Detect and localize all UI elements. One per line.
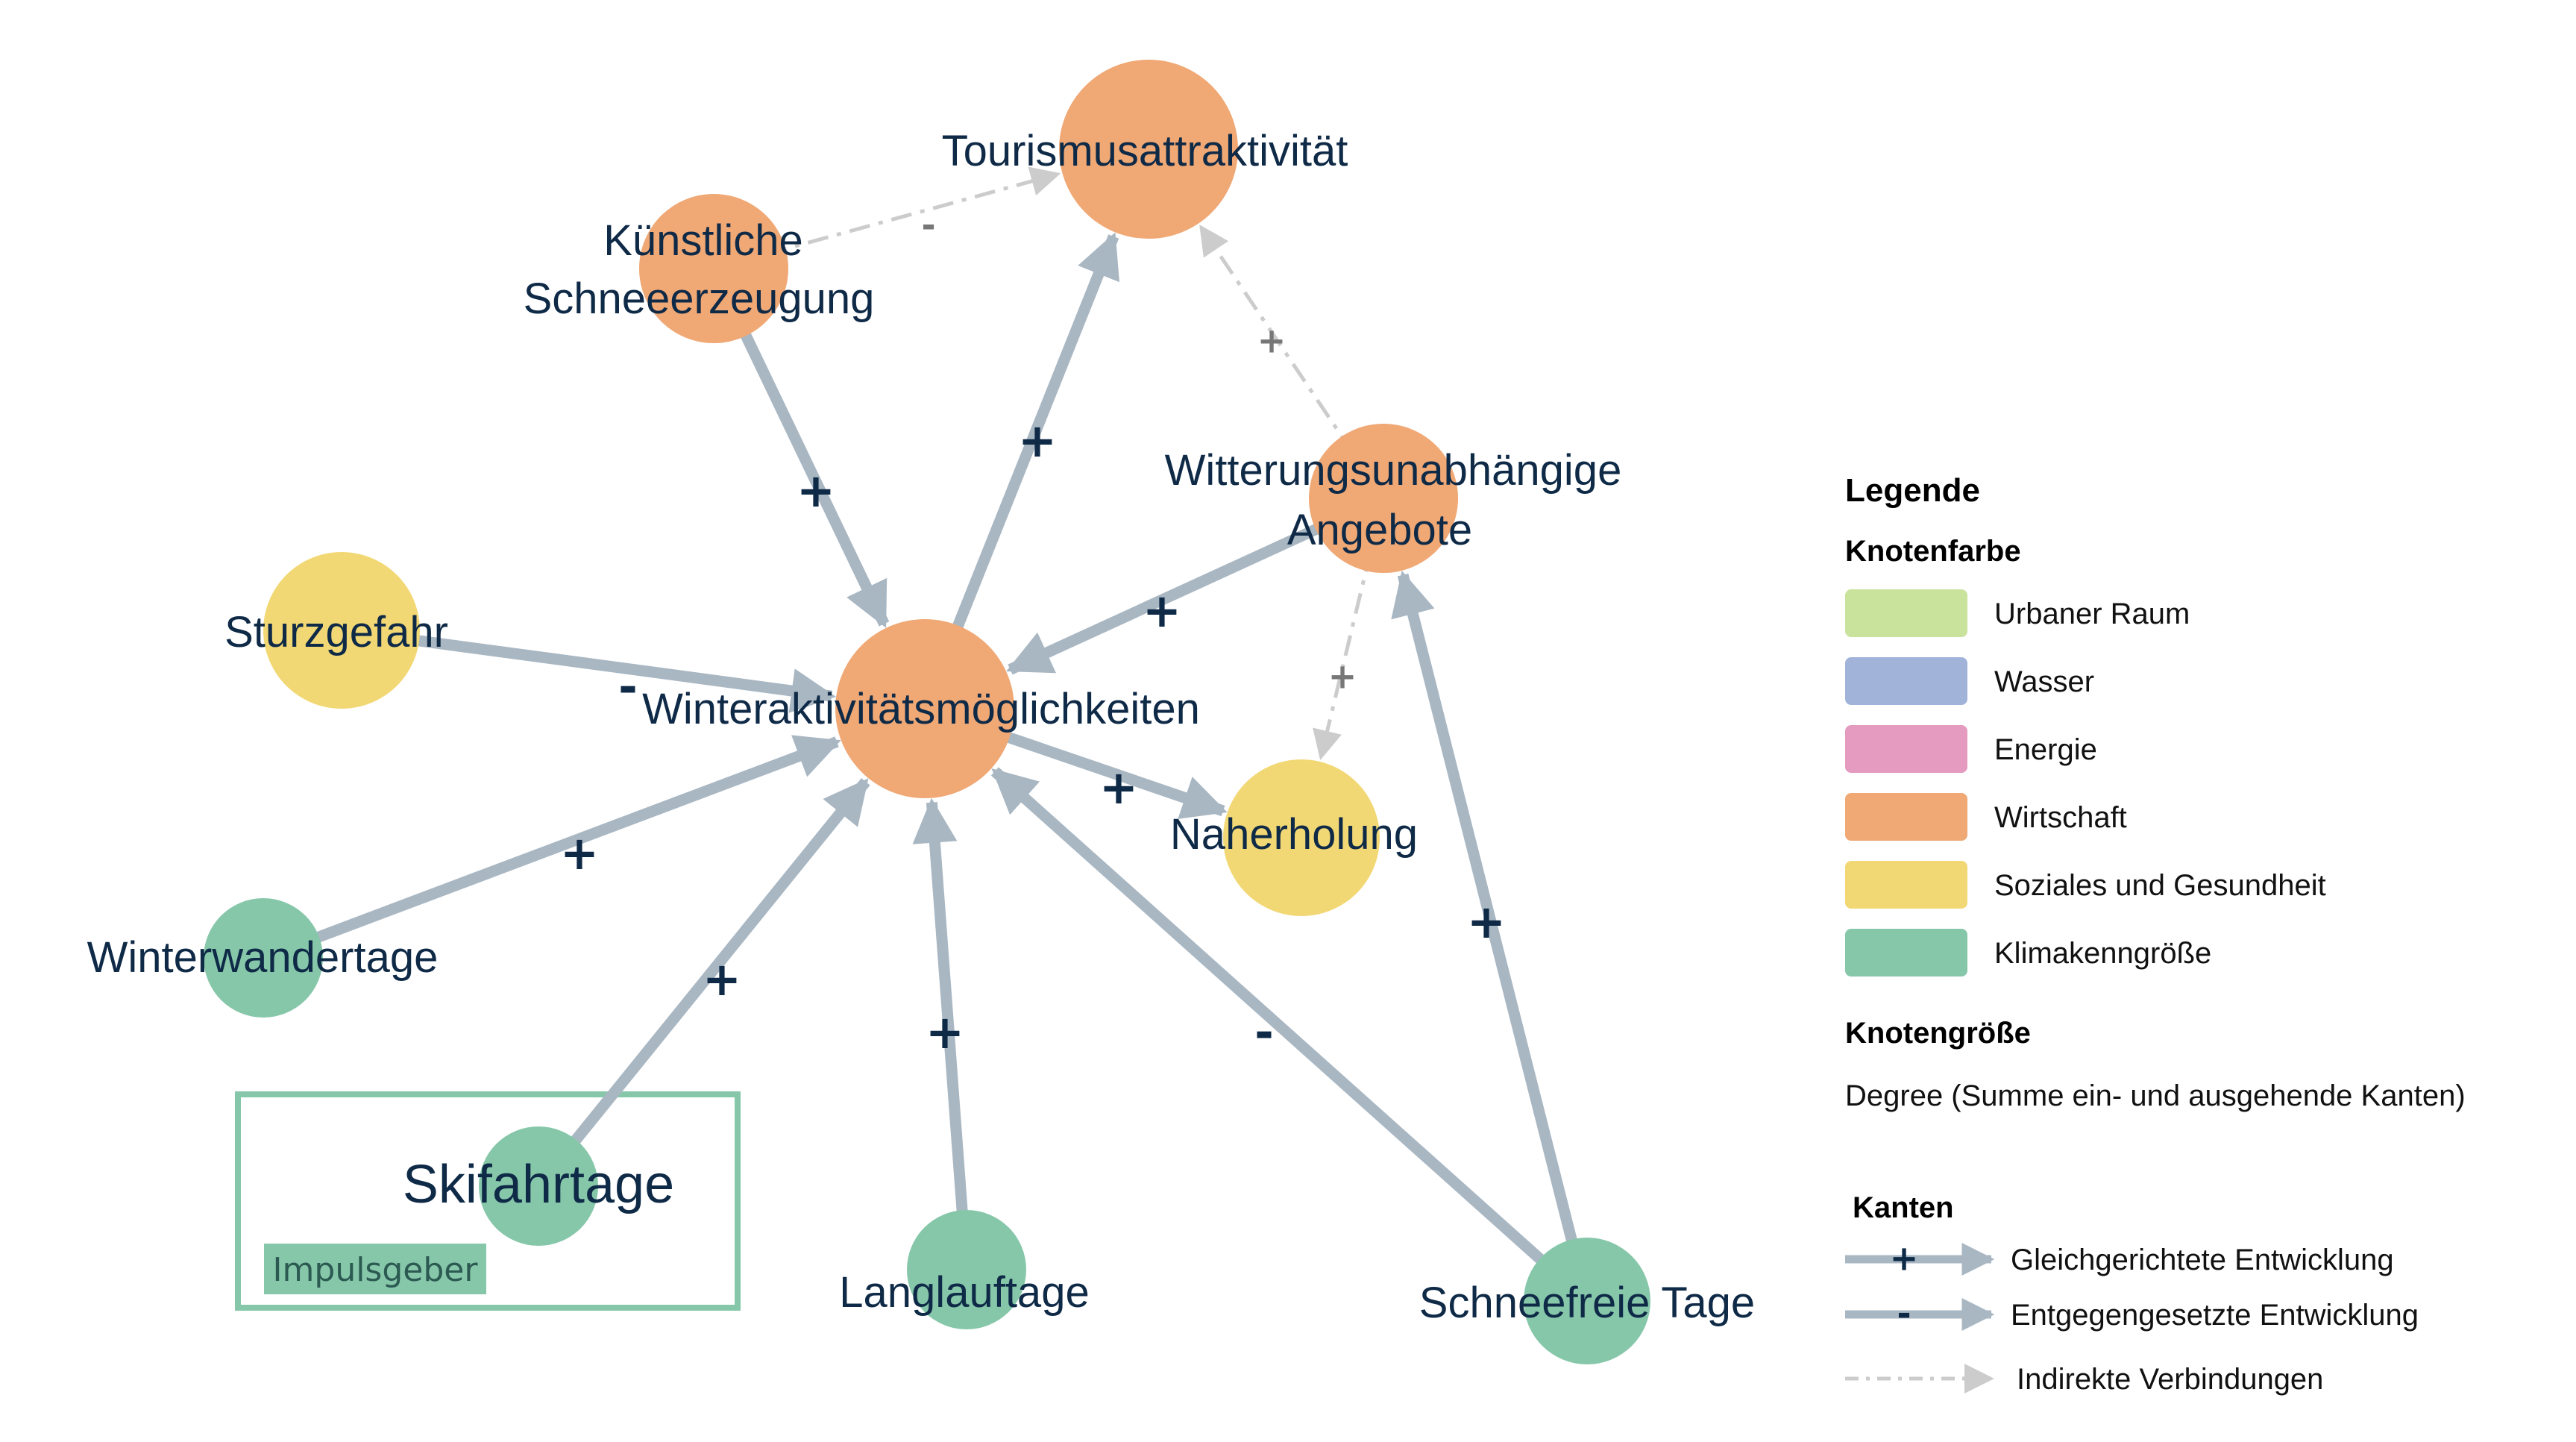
node-label-winterwander: Winterwandertage (87, 933, 439, 982)
node-sturz[interactable] (263, 552, 420, 709)
edge-sign-schneefrei-to-winter: - (1254, 1005, 1274, 1059)
impulse-label-background (264, 1244, 486, 1294)
node-label-kuenstlich-line-1: Künstliche (603, 216, 803, 265)
legend-title: Legende (1845, 472, 1980, 509)
legend: Legende Knotenfarbe Urbaner RaumWasserEn… (1845, 472, 2466, 1396)
legend-edge-label: Indirekte Verbindungen (2017, 1363, 2323, 1396)
legend-edges-title: Kanten (1853, 1191, 1954, 1224)
node-winter[interactable] (835, 619, 1014, 798)
legend-node-size-title: Knotengröße (1845, 1017, 2031, 1050)
impulse-frame (235, 1091, 741, 1311)
node-label-sturz: Sturzgefahr (224, 608, 448, 656)
legend-swatch-klimakenngröße (1845, 929, 1967, 977)
edge-sign-winter-to-naherholung: + (1099, 760, 1138, 815)
edge-sign-kuenstlich-to-winter: + (797, 463, 835, 518)
node-langlauf[interactable] (907, 1210, 1026, 1329)
node-witterung[interactable] (1309, 424, 1458, 573)
node-label-witterung-line-1: Witterungsunabhängige (1165, 446, 1622, 495)
node-label-langlauf: Langlauftage (839, 1268, 1089, 1317)
legend-category-label: Wirtschaft (1994, 801, 2127, 834)
impulse-highlight: Impulsgeber (235, 1091, 741, 1311)
edge-sturz-to-winter (352, 626, 837, 713)
node-label-tourismus: Tourismusattraktivität (942, 127, 1348, 175)
edge-sign-sturz-to-winter: - (618, 659, 638, 714)
edge-sign-schneefrei-to-witterung: + (1467, 894, 1506, 949)
node-labels: TourismusattraktivitätKünstlicheSchneeer… (87, 127, 1756, 1327)
edge-sign-winterwander-to-winter: + (560, 826, 599, 880)
legend-edge-label: Entgegengesetzte Entwicklung (2011, 1299, 2419, 1332)
legend-categories: Urbaner RaumWasserEnergieWirtschaftSozia… (1845, 589, 2326, 977)
edge-sign-witterung-to-tourismus: + (1257, 321, 1287, 361)
legend-swatch-wirtschaft (1845, 793, 1967, 841)
edge-sign-langlauf-to-winter: + (926, 1005, 964, 1059)
edge-signs: - + + + + + - + + + + - + (560, 205, 1506, 1060)
legend-category-label: Urbaner Raum (1994, 598, 2190, 630)
edge-winterwander-to-winter (269, 735, 841, 960)
legend-edge-sign: - (1897, 1294, 1911, 1334)
legend-category-label: Soziales und Gesundheit (1994, 869, 2326, 902)
edge-sign-witterung-to-naherholung: + (1328, 656, 1357, 697)
edge-witterung-to-winter (1006, 498, 1376, 675)
nodes (204, 60, 1650, 1364)
node-label-skifahr: Skifahrtage (403, 1155, 674, 1214)
edge-winter-to-tourismus (924, 232, 1120, 699)
node-label-winter: Winteraktivitätsmöglichkeiten (642, 685, 1200, 733)
edge-sign-skifahr-to-winter: + (703, 952, 741, 1006)
legend-category-label: Wasser (1994, 665, 2094, 698)
node-label-witterung-line-2: Angebote (1287, 506, 1472, 554)
edge-skifahr-to-winter (539, 778, 870, 1183)
edge-schneefrei-to-winter (990, 767, 1584, 1300)
node-tourismus[interactable] (1059, 60, 1238, 239)
node-kuenstlich[interactable] (639, 194, 788, 343)
edge-kuenstlich-to-winter (713, 276, 890, 628)
legend-category-label: Klimakenngröße (1994, 937, 2211, 970)
node-winterwander[interactable] (204, 898, 323, 1018)
legend-edge-types: + Gleichgerichtete Entwicklung - Entgegenge… (1845, 1238, 2419, 1396)
legend-swatch-urbaner-raum (1845, 589, 1967, 637)
edge-sign-winter-to-tourismus: + (1018, 413, 1057, 468)
legend-swatch-wasser (1845, 657, 1967, 705)
node-label-schneefrei: Schneefreie Tage (1419, 1279, 1755, 1327)
legend-node-color-title: Knotenfarbe (1845, 535, 2021, 568)
legend-edge-label: Gleichgerichtete Entwicklung (2011, 1244, 2394, 1276)
node-skifahr[interactable] (479, 1126, 598, 1246)
node-label-kuenstlich-line-2: Schneeerzeugung (524, 275, 875, 323)
node-label-naherholung: Naherholung (1170, 810, 1418, 859)
legend-category-label: Energie (1994, 733, 2097, 766)
node-naherholung[interactable] (1223, 759, 1380, 916)
edge-sign-witterung-to-winter: + (1143, 583, 1181, 638)
legend-edge-sign: + (1890, 1238, 1919, 1279)
impulse-label: Impulsgeber (273, 1251, 479, 1289)
edge-langlauf-to-winter (912, 797, 972, 1261)
legend-node-size-text: Degree (Summe ein- und ausgehende Kanten… (1845, 1079, 2466, 1112)
edge-sign-kuenstlich-to-tourismus: - (921, 205, 935, 245)
node-schneefrei[interactable] (1524, 1238, 1650, 1364)
legend-swatch-energie (1845, 725, 1967, 773)
legend-swatch-soziales-und-gesundheit (1845, 861, 1967, 909)
edge-schneefrei-to-witterung (1391, 570, 1591, 1294)
